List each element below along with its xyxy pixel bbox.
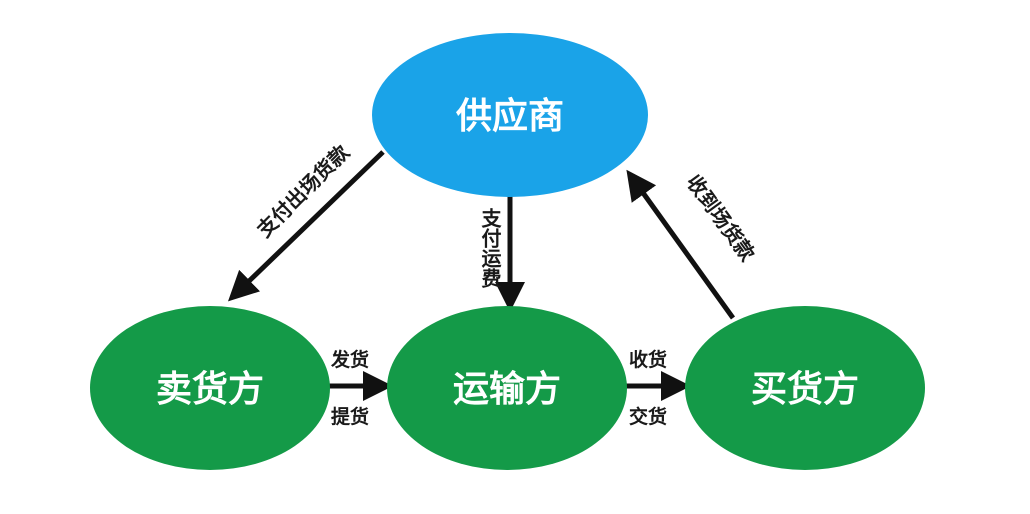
arrow-supplier-to-seller	[227, 150, 385, 302]
edge-label-seller-to-transport-top: 发货	[330, 348, 369, 371]
edge-label-buyer-to-supplier: 收到场货款	[682, 170, 761, 266]
edge-label-seller-to-transport-bottom: 提货	[331, 405, 369, 428]
node-transport-label: 运输方	[453, 369, 561, 410]
node-transport-shape	[387, 306, 627, 470]
node-buyer-label: 买货方	[751, 369, 859, 410]
node-supplier: 供应商	[372, 33, 648, 197]
node-seller: 卖货方	[90, 306, 330, 470]
node-transport: 运输方	[387, 306, 627, 470]
arrows	[227, 150, 736, 401]
node-supplier-shape	[372, 33, 648, 197]
edge-label-transport-to-buyer-top: 收货	[629, 348, 667, 371]
node-seller-label: 卖货方	[156, 369, 264, 410]
edge-label-supplier-to-transport: 支付运费	[478, 207, 502, 289]
edge-label-transport-to-buyer-bottom: 交货	[629, 405, 667, 428]
node-buyer-shape	[685, 306, 925, 470]
arrow-buyer-to-supplier	[626, 169, 736, 320]
node-seller-shape	[90, 306, 330, 470]
node-supplier-label: 供应商	[456, 96, 564, 137]
node-buyer: 买货方	[685, 306, 925, 470]
